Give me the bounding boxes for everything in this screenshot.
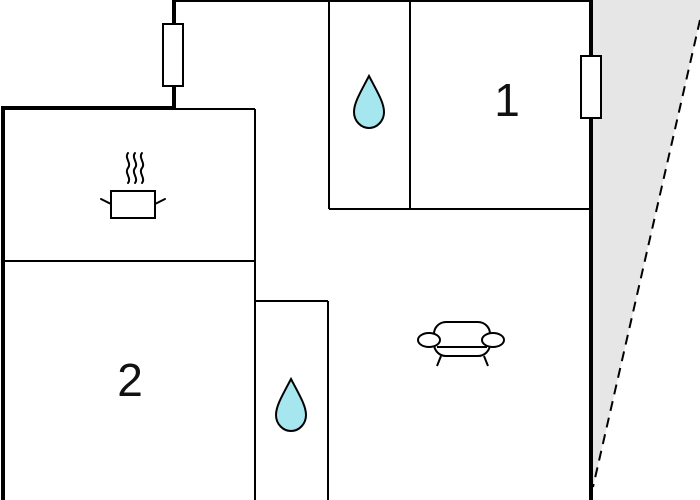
water-drop-icon xyxy=(274,376,308,433)
terrace-dashed-edge xyxy=(592,19,700,488)
water-drop-icon xyxy=(352,73,386,130)
window-right xyxy=(580,55,602,119)
terrace-area xyxy=(591,0,700,487)
interior-walls xyxy=(3,0,591,500)
window-left xyxy=(162,23,184,87)
room-label-1: 1 xyxy=(494,74,520,126)
cooking-pot-icon xyxy=(100,152,166,219)
room-label-2: 2 xyxy=(117,354,143,406)
sofa-icon xyxy=(417,321,505,367)
